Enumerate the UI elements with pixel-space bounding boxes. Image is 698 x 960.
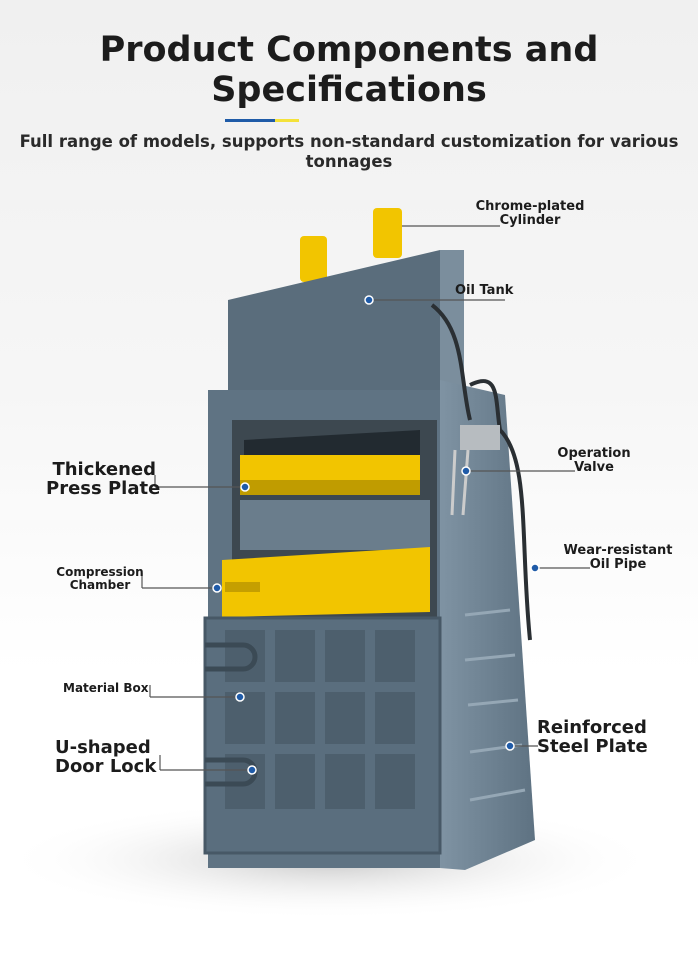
label-material-box: Material Box [63, 681, 149, 695]
oil-tank [228, 250, 440, 392]
marker-steel-plate [505, 741, 515, 751]
page-title-line2: Specifications [211, 70, 487, 110]
marker-material-box [235, 692, 245, 702]
oil-pipe [430, 303, 532, 641]
door-grid [225, 630, 415, 809]
marker-oil-tank [364, 295, 374, 305]
marker-valve [461, 466, 471, 476]
title-underline-yellow [275, 119, 299, 122]
marker-door-lock [247, 765, 257, 775]
marker-chamber [212, 583, 222, 593]
label-oil-tank: Oil Tank [455, 283, 514, 298]
valve-block [460, 425, 500, 450]
subtitle: Full range of models, supports non-stand… [19, 132, 679, 171]
compression-chamber [222, 547, 430, 617]
door-lock-top [205, 642, 258, 672]
cylinder-right [373, 208, 402, 258]
marker-oil-pipe [530, 563, 540, 573]
marker-press-plate [240, 482, 250, 492]
title-underline-blue [225, 119, 275, 122]
page-title-line1: Product Components and [99, 30, 599, 70]
cylinder-left [300, 236, 327, 282]
